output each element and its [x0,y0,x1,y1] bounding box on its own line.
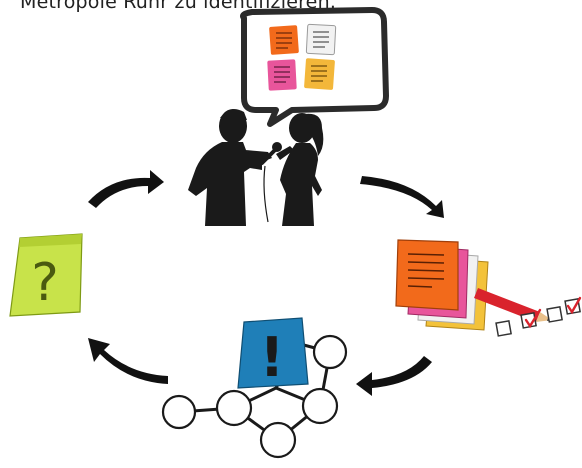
arrow-to-question [88,338,168,384]
network-node [161,394,197,430]
idea-network-icon: ! [161,317,348,459]
exclamation-mark: ! [260,326,285,389]
network-node [259,421,297,459]
microphone-icon [260,142,282,223]
arrow-to-documents [360,176,444,218]
checkbox-1 [495,320,512,337]
network-node [312,334,348,370]
checkmark-icon [566,296,582,315]
question-mark: ? [31,253,59,313]
checkbox-3 [546,306,563,323]
bubble-note-orange-icon [269,25,299,55]
checkmark-icon [524,308,542,329]
network-node [215,389,253,427]
bubble-note-white-icon [305,23,337,56]
bubble-note-yellow-icon [304,58,335,90]
interview-silhouettes-icon [188,109,324,226]
exclamation-note-icon: ! [237,317,309,389]
network-node [301,387,339,425]
document-stack-icon [395,239,489,331]
arrow-to-interview [88,170,164,208]
document-lines [407,253,445,288]
man-silhouette [188,109,272,226]
woman-silhouette [276,113,324,226]
cycle-arrow-icon [88,170,444,396]
bubble-note-pink-icon [267,59,297,91]
arrow-to-network [356,356,432,396]
speech-bubble-icon [240,7,389,127]
question-note-icon: ? [9,233,83,317]
pencil-checklist-icon [474,288,582,337]
